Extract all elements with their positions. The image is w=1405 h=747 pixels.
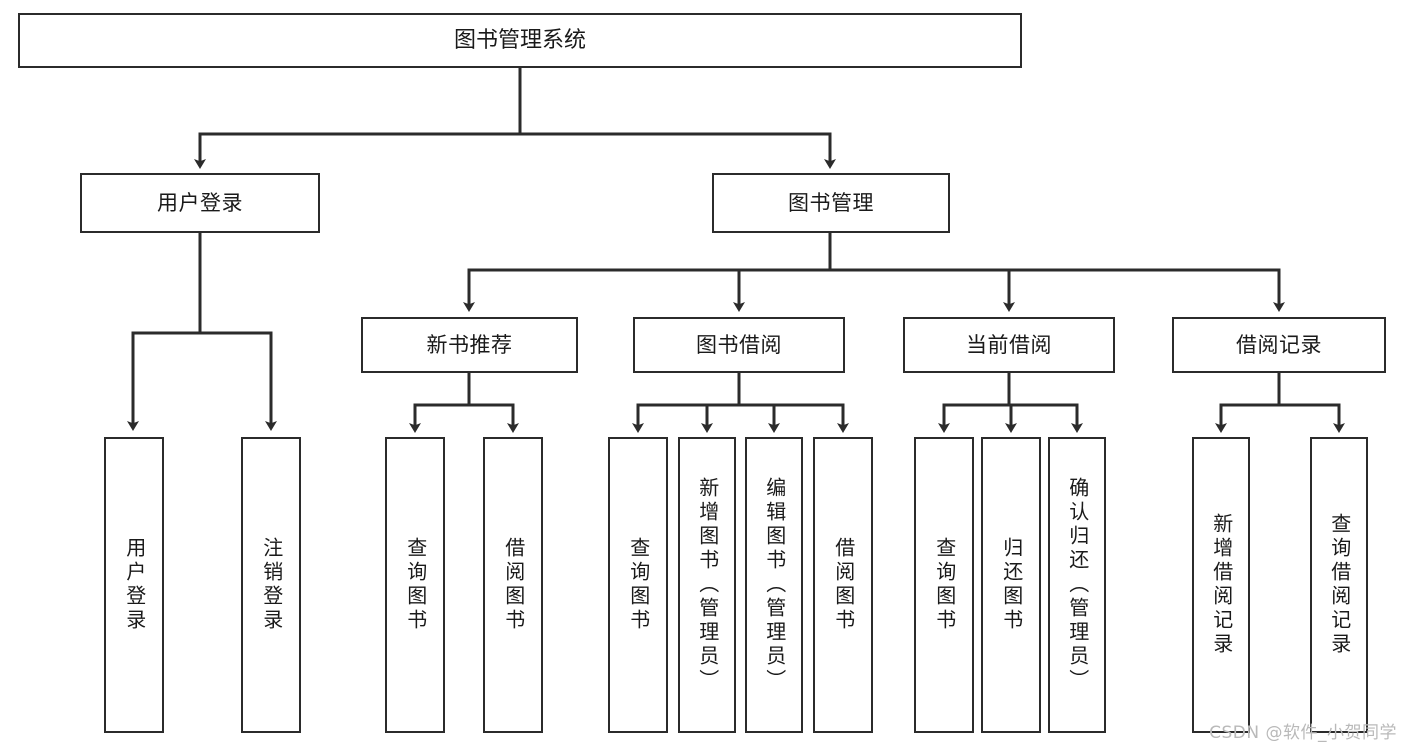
node-root-system[interactable]: 图书管理系统	[18, 13, 1022, 68]
node-label: 查询图书	[932, 537, 957, 633]
node-label: 确认归还（管理员）	[1065, 477, 1090, 693]
node-label: 用户登录	[122, 537, 147, 633]
leaf-book-borrow-edit[interactable]: 编辑图书（管理员）	[745, 437, 803, 733]
node-label: 编辑图书（管理员）	[762, 477, 787, 693]
node-label: 借阅图书	[501, 537, 526, 633]
node-label: 图书借阅	[696, 332, 782, 357]
leaf-user-login-login[interactable]: 用户登录	[104, 437, 164, 733]
node-label: 图书管理系统	[453, 27, 586, 53]
leaf-new-book-query[interactable]: 查询图书	[385, 437, 445, 733]
csdn-watermark: CSDN @软件_小贺同学	[1209, 723, 1397, 743]
leaf-book-borrow-query[interactable]: 查询图书	[608, 437, 668, 733]
node-label: 查询图书	[403, 537, 428, 633]
node-label: 新增图书（管理员）	[695, 477, 720, 693]
node-label: 用户登录	[157, 190, 243, 215]
node-label: 查询借阅记录	[1327, 513, 1352, 657]
leaf-new-book-borrow[interactable]: 借阅图书	[483, 437, 543, 733]
node-label: 新书推荐	[426, 332, 513, 357]
node-label: 图书管理	[788, 190, 874, 215]
node-label: 新增借阅记录	[1209, 513, 1234, 657]
node-book-borrow[interactable]: 图书借阅	[633, 317, 845, 373]
leaf-borrow-record-add[interactable]: 新增借阅记录	[1192, 437, 1250, 733]
leaf-user-login-logout[interactable]: 注销登录	[241, 437, 301, 733]
node-label: 查询图书	[626, 537, 651, 633]
leaf-borrow-record-query[interactable]: 查询借阅记录	[1310, 437, 1368, 733]
node-label: 借阅图书	[831, 537, 856, 633]
leaf-current-borrow-confirm-return[interactable]: 确认归还（管理员）	[1048, 437, 1106, 733]
node-label: 归还图书	[999, 537, 1024, 633]
node-label: 注销登录	[259, 537, 284, 633]
node-borrow-record[interactable]: 借阅记录	[1172, 317, 1386, 373]
leaf-current-borrow-return[interactable]: 归还图书	[981, 437, 1041, 733]
node-label: 借阅记录	[1236, 332, 1322, 357]
leaf-book-borrow-borrow[interactable]: 借阅图书	[813, 437, 873, 733]
leaf-current-borrow-query[interactable]: 查询图书	[914, 437, 974, 733]
node-new-book-recommend[interactable]: 新书推荐	[361, 317, 578, 373]
leaf-book-borrow-add[interactable]: 新增图书（管理员）	[678, 437, 736, 733]
node-current-borrow[interactable]: 当前借阅	[903, 317, 1115, 373]
node-book-management[interactable]: 图书管理	[712, 173, 950, 233]
node-user-login[interactable]: 用户登录	[80, 173, 320, 233]
node-label: 当前借阅	[966, 332, 1052, 357]
